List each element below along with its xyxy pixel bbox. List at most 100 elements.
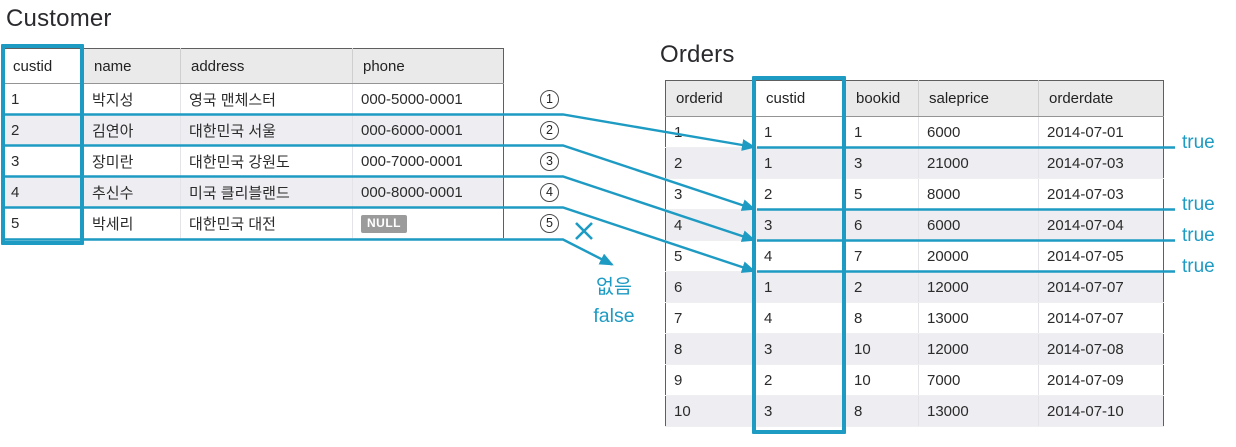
orders-cell-saleprice-10: 13000 [918,395,1039,427]
row-marker-5: 5 [540,214,559,233]
arrow-row5-no-match [2,238,614,266]
orders-cell-saleprice-5: 20000 [918,240,1039,272]
orders-cell-orderdate-10: 2014-07-10 [1038,395,1164,427]
orders-cell-bookid-1: 1 [845,116,919,148]
no-match-false-label: false [593,305,635,327]
customer-cell-custid-5: 5 [2,207,84,239]
orders-cell-custid-6: 1 [755,271,846,303]
customer-column-header-phone: phone [352,48,504,84]
orders-cell-bookid-4: 6 [845,209,919,241]
orders-cell-saleprice-9: 7000 [918,364,1039,396]
orders-cell-saleprice-4: 6000 [918,209,1039,241]
orders-cell-custid-9: 2 [755,364,846,396]
orders-cell-orderdate-3: 2014-07-03 [1038,178,1164,210]
orders-cell-orderid-10: 10 [665,395,756,427]
orders-column-header-orderdate: orderdate [1038,80,1164,117]
orders-cell-bookid-2: 3 [845,147,919,179]
row-marker-4: 4 [540,183,559,202]
customer-cell-name-3: 장미란 [83,145,181,177]
orders-cell-bookid-3: 5 [845,178,919,210]
orders-cell-custid-5: 4 [755,240,846,272]
orders-cell-bookid-6: 2 [845,271,919,303]
orders-cell-bookid-10: 8 [845,395,919,427]
orders-cell-saleprice-2: 21000 [918,147,1039,179]
orders-cell-orderid-4: 4 [665,209,756,241]
orders-cell-custid-8: 3 [755,333,846,365]
orders-cell-orderid-6: 6 [665,271,756,303]
orders-cell-saleprice-1: 6000 [918,116,1039,148]
orders-cell-orderid-1: 1 [665,116,756,148]
customer-cell-custid-2: 2 [2,114,84,146]
match-true-label-2: true [1182,194,1215,215]
orders-cell-orderid-2: 2 [665,147,756,179]
customer-cell-phone-2: 000-6000-0001 [352,114,504,146]
customer-cell-phone-4: 000-8000-0001 [352,176,504,208]
customer-cell-custid-3: 3 [2,145,84,177]
no-match-none-label: 없음 [596,276,632,298]
customer-cell-address-4: 미국 클리블랜드 [180,176,353,208]
customer-column-header-name: name [83,48,181,84]
row-marker-3: 3 [540,152,559,171]
customer-cell-address-2: 대한민국 서울 [180,114,353,146]
orders-cell-bookid-7: 8 [845,302,919,334]
customer-column-header-custid: custid [2,48,84,84]
orders-cell-orderdate-7: 2014-07-07 [1038,302,1164,334]
customer-table-title: Customer [6,5,112,32]
orders-cell-saleprice-8: 12000 [918,333,1039,365]
customer-cell-phone-5: NULL [352,207,504,239]
orders-cell-orderdate-6: 2014-07-07 [1038,271,1164,303]
orders-cell-custid-3: 2 [755,178,846,210]
customer-cell-custid-1: 1 [2,83,84,115]
orders-cell-bookid-5: 7 [845,240,919,272]
orders-table-title: Orders [660,41,735,68]
orders-cell-custid-4: 3 [755,209,846,241]
customer-column-header-address: address [180,48,353,84]
orders-cell-orderid-5: 5 [665,240,756,272]
orders-cell-custid-1: 1 [755,116,846,148]
match-true-label-4: true [1182,256,1215,277]
orders-cell-orderid-8: 8 [665,333,756,365]
orders-cell-custid-7: 4 [755,302,846,334]
orders-column-header-custid: custid [755,80,846,117]
orders-cell-orderdate-4: 2014-07-04 [1038,209,1164,241]
customer-cell-phone-1: 000-5000-0001 [352,83,504,115]
orders-cell-saleprice-6: 12000 [918,271,1039,303]
customer-cell-phone-3: 000-7000-0001 [352,145,504,177]
customer-cell-address-3: 대한민국 강원도 [180,145,353,177]
customer-cell-name-4: 추신수 [83,176,181,208]
orders-cell-bookid-8: 10 [845,333,919,365]
orders-cell-orderdate-8: 2014-07-08 [1038,333,1164,365]
orders-cell-orderdate-1: 2014-07-01 [1038,116,1164,148]
orders-cell-custid-2: 1 [755,147,846,179]
customer-cell-name-5: 박세리 [83,207,181,239]
orders-cell-orderid-9: 9 [665,364,756,396]
orders-cell-custid-10: 3 [755,395,846,427]
orders-column-header-saleprice: saleprice [918,80,1039,117]
orders-cell-orderid-3: 3 [665,178,756,210]
customer-cell-address-1: 영국 맨체스터 [180,83,353,115]
customer-cell-address-5: 대한민국 대전 [180,207,353,239]
customer-cell-name-2: 김연아 [83,114,181,146]
orders-cell-orderdate-9: 2014-07-09 [1038,364,1164,396]
orders-cell-orderdate-5: 2014-07-05 [1038,240,1164,272]
orders-column-header-bookid: bookid [845,80,919,117]
row-marker-1: 1 [540,90,559,109]
orders-column-header-orderid: orderid [665,80,756,117]
